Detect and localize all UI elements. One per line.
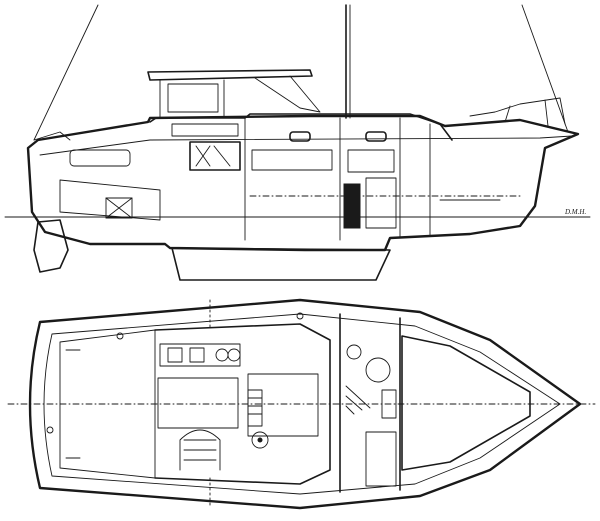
head-toilet — [346, 344, 362, 360]
stove-burner — [215, 348, 229, 362]
profile-view: D.M.H. — [4, 4, 591, 281]
forestay — [521, 4, 569, 133]
stove-burner — [227, 348, 241, 362]
portlight — [289, 131, 311, 142]
portlight — [365, 131, 387, 142]
hardtop — [147, 69, 313, 81]
hull-profile — [26, 114, 580, 252]
designer-signature: D.M.H. — [564, 208, 586, 216]
backstay — [33, 4, 99, 141]
plan-view — [7, 298, 596, 510]
cabin-trunk — [149, 113, 453, 141]
bow-pulpit — [469, 97, 566, 127]
rudder — [33, 219, 69, 273]
keel — [171, 247, 391, 281]
v-berth — [401, 335, 531, 471]
hull-plan-outer — [28, 298, 582, 510]
